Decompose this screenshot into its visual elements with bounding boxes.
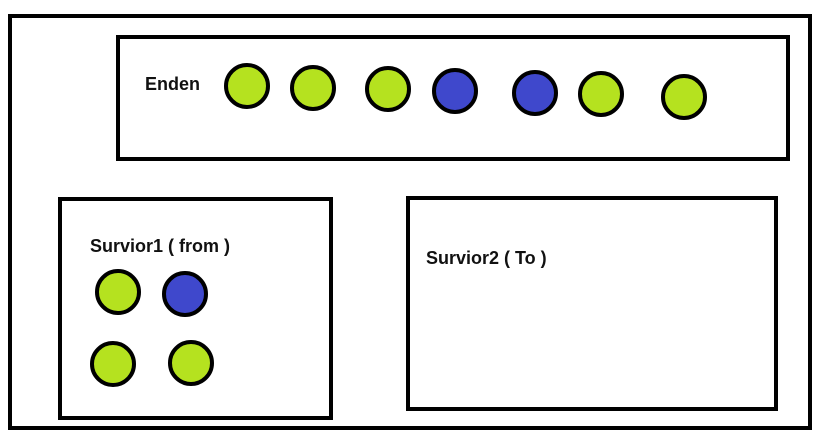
old-object-circle [512, 70, 558, 116]
old-object-circle [162, 271, 208, 317]
survivor1-objects [90, 269, 214, 387]
young-object-circle [661, 74, 707, 120]
eden-objects [224, 63, 707, 120]
young-object-circle [578, 71, 624, 117]
survivor2-label: Survior2 ( To ) [426, 248, 547, 268]
young-object-circle [168, 340, 214, 386]
survivor1-label: Survior1 ( from ) [90, 236, 230, 256]
eden-label: Enden [145, 74, 200, 94]
young-object-circle [365, 66, 411, 112]
young-object-circle [290, 65, 336, 111]
young-object-circle [224, 63, 270, 109]
young-object-circle [95, 269, 141, 315]
young-object-circle [90, 341, 136, 387]
old-object-circle [432, 68, 478, 114]
survivor2-box [406, 196, 778, 411]
